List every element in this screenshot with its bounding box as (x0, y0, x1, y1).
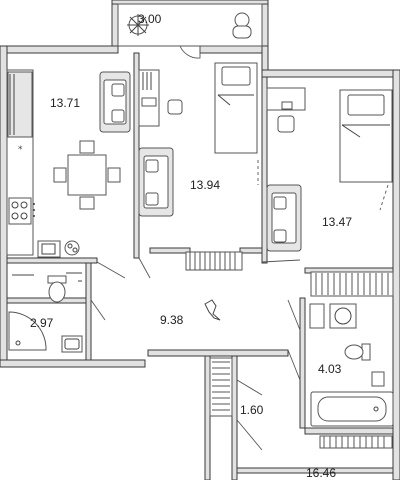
desk-icon (138, 69, 183, 127)
room-area-bedroom-2: 13.47 (322, 215, 353, 229)
room-area-kitchen-living: 13.71 (50, 96, 81, 110)
room-area-hallway: 9.38 (160, 313, 184, 327)
storage-furniture (209, 357, 393, 451)
room-area-bedroom-1: 13.94 (190, 178, 221, 192)
kitchen-furniture: * (6, 69, 131, 258)
balcony-furniture (117, 3, 263, 59)
plant-icon (127, 14, 149, 36)
dining-table-icon (53, 140, 121, 210)
hallway (90, 251, 301, 381)
bed-icon (214, 62, 258, 154)
bathroom-large-furniture (309, 271, 394, 427)
toilet-icon (344, 343, 371, 361)
room-area-balcony: 3.00 (138, 12, 162, 26)
shower-icon (8, 311, 47, 351)
bathroom-small-furniture (8, 272, 83, 353)
stove-icon (8, 197, 35, 225)
dog-icon (204, 299, 221, 321)
washing-machine-icon (329, 303, 357, 329)
sink-icon (61, 335, 83, 353)
room-area-storage: 1.60 (240, 403, 264, 417)
armchair-icon (232, 12, 252, 39)
bathtub-icon (310, 391, 394, 427)
toilet-icon (47, 275, 67, 303)
room-area-partial: 16.46 (306, 466, 337, 480)
bedroom-1-furniture (138, 62, 259, 217)
room-area-bathroom-large: 4.03 (318, 362, 342, 376)
svg-text:*: * (18, 145, 23, 155)
bedroom-2-furniture (266, 87, 393, 252)
room-area-bathroom-small: 2.97 (30, 316, 54, 330)
sofa-icon (99, 71, 131, 133)
